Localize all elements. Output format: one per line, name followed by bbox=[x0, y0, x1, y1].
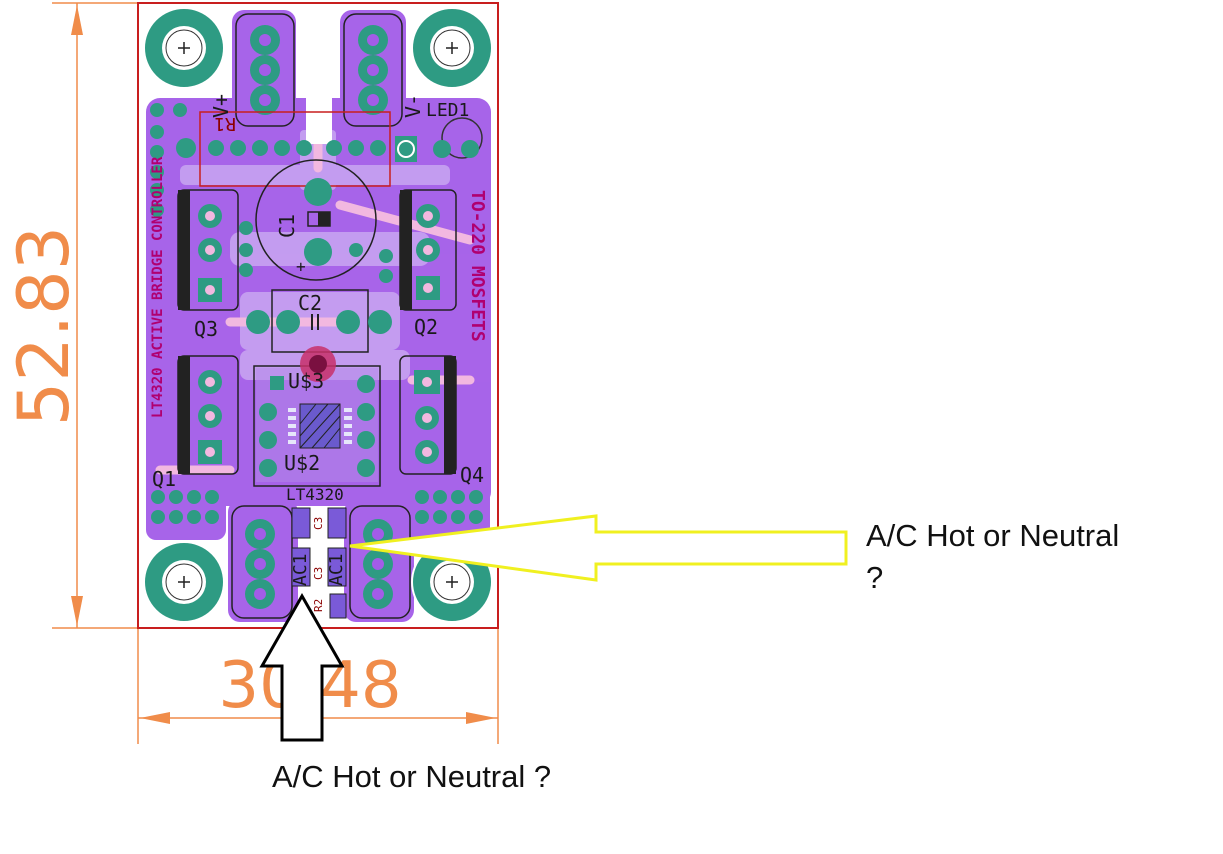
connector-vplus bbox=[235, 13, 295, 127]
label-q1: Q1 bbox=[152, 467, 176, 491]
resistor-r1 bbox=[176, 111, 391, 187]
logo-mark bbox=[300, 346, 336, 382]
label-small-mark-3: C3 bbox=[312, 567, 325, 580]
mounting-hole-top-left bbox=[143, 7, 225, 89]
connector-ac-left bbox=[231, 505, 293, 619]
mosfet-q4 bbox=[399, 355, 457, 475]
height-dimension bbox=[52, 2, 138, 629]
label-board-text-right: TO-220 MOSFETS bbox=[467, 190, 488, 342]
label-ac1-right: AC1 bbox=[326, 553, 347, 586]
mosfet-q3 bbox=[177, 189, 239, 311]
arrow-bottom-callout bbox=[259, 592, 345, 742]
mounting-hole-bottom-left bbox=[143, 541, 225, 623]
label-c1: C1 bbox=[275, 214, 299, 238]
label-q4: Q4 bbox=[460, 463, 484, 487]
height-dimension-label: 52.83 bbox=[3, 226, 85, 426]
pin-header-left bbox=[150, 103, 187, 217]
label-us2: U$2 bbox=[284, 451, 320, 475]
callout-right-line1: A/C Hot or Neutral bbox=[866, 518, 1120, 553]
label-us3: U$3 bbox=[288, 369, 324, 393]
callout-bottom: A/C Hot or Neutral ? bbox=[272, 759, 552, 794]
callout-right-line2: ? bbox=[866, 560, 884, 595]
label-ac1-left: AC1 bbox=[290, 553, 311, 586]
label-vplus: V+ bbox=[209, 94, 233, 118]
label-lt4320: LT4320 bbox=[286, 485, 344, 504]
label-small-mark-1: C3 bbox=[312, 517, 325, 530]
label-r1: R1 bbox=[214, 113, 236, 134]
label-led1: LED1 bbox=[426, 100, 469, 121]
label-small-mark-2: R2 bbox=[312, 599, 325, 612]
label-q3: Q3 bbox=[194, 317, 218, 341]
led1 bbox=[395, 117, 483, 162]
pin-header-bottom-right bbox=[415, 490, 483, 524]
arrow-right-callout bbox=[349, 514, 848, 582]
connector-vminus bbox=[343, 13, 403, 127]
pin-header-bottom-left bbox=[151, 490, 219, 524]
connector-ac-right bbox=[349, 505, 411, 619]
ic-us3-us2 bbox=[253, 365, 381, 487]
width-dimension bbox=[137, 628, 499, 744]
label-c2: C2 bbox=[298, 291, 322, 315]
smd-parts bbox=[291, 507, 347, 619]
mosfet-q1 bbox=[177, 355, 239, 475]
mosfet-q2 bbox=[399, 189, 457, 311]
label-board-text-left: LT4320 ACTIVE BRIDGE CONTROLLER bbox=[150, 156, 166, 418]
label-c1-plus: + bbox=[296, 257, 306, 276]
label-vminus: V- bbox=[401, 94, 425, 118]
capacitor-c1 bbox=[239, 159, 393, 283]
label-q2: Q2 bbox=[414, 315, 438, 339]
capacitor-c2 bbox=[246, 289, 392, 353]
mounting-hole-top-right bbox=[411, 7, 493, 89]
